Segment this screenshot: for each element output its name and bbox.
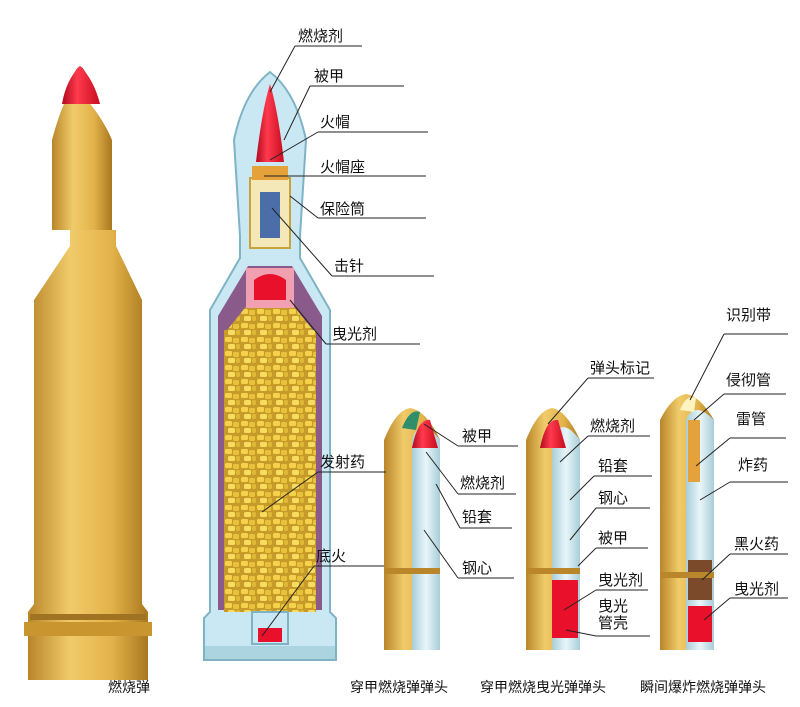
- label-ap-lead-sleeve: 铅套: [462, 508, 493, 526]
- explosive-head: [660, 394, 714, 650]
- bullet-body: [52, 96, 112, 230]
- label-tracer-jacket: 被甲: [598, 529, 629, 547]
- tracer-head-incendiary: [540, 419, 566, 448]
- explosive-head-detonator: [688, 420, 700, 482]
- label-tracer-agent: 曳光剂: [332, 325, 378, 343]
- tracer-head-cannelure: [526, 568, 580, 574]
- caption-incendiary: 燃烧弹: [108, 680, 150, 696]
- label-incendiary-agent: 燃烧剂: [298, 27, 344, 45]
- ap-tracer-head: [526, 408, 580, 650]
- label-identification-band: 识别带: [726, 306, 772, 324]
- firing-pin-body: [260, 192, 280, 238]
- label-tracer-tracer-agent: 曳光剂: [598, 571, 644, 589]
- label-tracer-lead-sleeve: 铅套: [598, 457, 629, 475]
- ap-head-tip: [402, 411, 420, 430]
- label-tracer-incendiary-agent: 燃烧剂: [590, 417, 636, 435]
- label-ap-jacket: 被甲: [462, 427, 493, 445]
- ap-head-cannelure: [384, 568, 440, 574]
- label-ap-incendiary-agent: 燃烧剂: [460, 474, 506, 492]
- label-firing-pin: 击针: [334, 257, 365, 275]
- label-primer-seat: 火帽座: [320, 158, 366, 176]
- label-tracer-tracer-tube: 曳光管壳: [598, 597, 629, 632]
- case-rim: [24, 622, 152, 636]
- ap-head-incendiary: [412, 419, 438, 448]
- red-tip-base: [62, 66, 100, 104]
- cartridge-case: [28, 230, 148, 680]
- incendiary-agent-tip: [256, 84, 284, 162]
- label-explosive-tracer-agent: 曳光剂: [734, 580, 780, 598]
- caption-ap-incendiary-tracer-head: 穿甲燃烧曳光弹弹头: [480, 680, 606, 696]
- caption-ap-incendiary-head: 穿甲燃烧弹弹头: [350, 680, 448, 696]
- cutaway-leader-lines: [261, 45, 434, 637]
- label-jacket: 被甲: [314, 67, 345, 85]
- label-explosive: 炸药: [738, 456, 769, 474]
- tracer-leader-lines: [547, 377, 654, 637]
- label-base-primer: 底火: [316, 547, 347, 565]
- explosive-head-band: [680, 397, 696, 412]
- ap-leader-lines: [423, 423, 518, 579]
- caption-instant-explosive-incendiary-head: 瞬间爆炸燃烧弹弹头: [640, 680, 766, 696]
- explosive-head-tracer: [688, 606, 712, 642]
- label-ap-steel-core: 钢心: [462, 559, 493, 577]
- label-black-powder: 黑火药: [734, 535, 780, 553]
- primer-seat-cap: [252, 166, 288, 180]
- cutaway-cartridge: [203, 70, 337, 661]
- label-propellant: 发射药: [320, 453, 366, 471]
- label-tracer-tip-marking: 弹头标记: [590, 359, 651, 377]
- label-safety-tube: 保险筒: [320, 200, 366, 218]
- label-tracer-steel-core: 钢心: [598, 489, 629, 507]
- tracer-charge: [254, 274, 286, 300]
- propellant-charge: [224, 330, 316, 612]
- case-base: [204, 646, 336, 660]
- incendiary-cartridge: [24, 66, 152, 680]
- label-self-destruct-tube: 侵彻管: [726, 371, 772, 389]
- explosive-leader-lines: [689, 333, 788, 621]
- propellant-top: [224, 304, 316, 334]
- base-primer-charge: [258, 628, 282, 642]
- explosive-head-blackpowder: [688, 560, 712, 600]
- ap-head-cutaway: [412, 427, 440, 650]
- label-detonator: 雷管: [736, 410, 767, 428]
- label-primer: 火帽: [320, 113, 351, 131]
- ap-incendiary-head: [384, 408, 440, 650]
- case-rim-groove: [30, 614, 146, 620]
- explosive-head-cannelure: [660, 572, 714, 578]
